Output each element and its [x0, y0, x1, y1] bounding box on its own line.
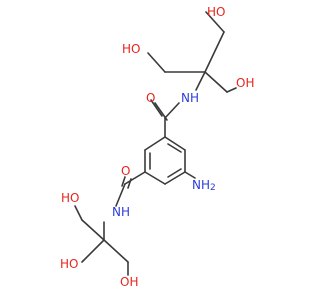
bond — [115, 183, 126, 207]
atom-label-hydroxyl: HO — [122, 42, 140, 56]
atom-label-oxygen: O — [121, 164, 130, 178]
amino-subscript: 2 — [210, 183, 216, 193]
bond — [74, 205, 83, 221]
bond-layer — [74, 11, 237, 276]
bond — [164, 136, 186, 151]
atom-label-oxygen: O — [146, 91, 155, 105]
bond — [205, 11, 225, 33]
bond — [167, 143, 182, 153]
bond — [226, 87, 237, 93]
atom-label-hydroxyl: HO — [61, 191, 79, 205]
bond — [81, 239, 105, 263]
atom-label-amide-nitrogen: NH — [181, 91, 199, 105]
bond — [204, 71, 228, 93]
bond — [127, 178, 132, 189]
atom-label-hydroxyl: OH — [120, 275, 138, 289]
molecule-structure: HO HO OH O NH O NH2 NH HO HO OH — [60, 5, 254, 289]
bond — [164, 102, 180, 119]
bond — [121, 176, 126, 187]
bond — [164, 171, 186, 185]
atom-label-layer: HO HO OH O NH O NH2 NH HO HO OH — [60, 5, 254, 289]
bond — [81, 219, 105, 241]
atom-label-hydroxyl: HO — [207, 5, 225, 19]
atom-label-hydroxyl: OH — [236, 76, 254, 90]
bond — [103, 239, 129, 263]
bond — [184, 171, 196, 179]
bond — [150, 99, 163, 117]
bond — [167, 168, 182, 178]
atom-label-amide-nitrogen: NH — [112, 205, 130, 219]
bond — [154, 102, 168, 121]
bond — [195, 71, 206, 91]
bond — [144, 171, 166, 185]
amino-nh-text: NH — [192, 178, 210, 192]
bond — [147, 52, 166, 73]
atom-label-amino: NH2 — [192, 178, 216, 193]
bond — [204, 31, 225, 73]
bond — [124, 171, 146, 185]
atom-label-hydroxyl: HO — [60, 257, 78, 271]
bond — [144, 136, 166, 151]
